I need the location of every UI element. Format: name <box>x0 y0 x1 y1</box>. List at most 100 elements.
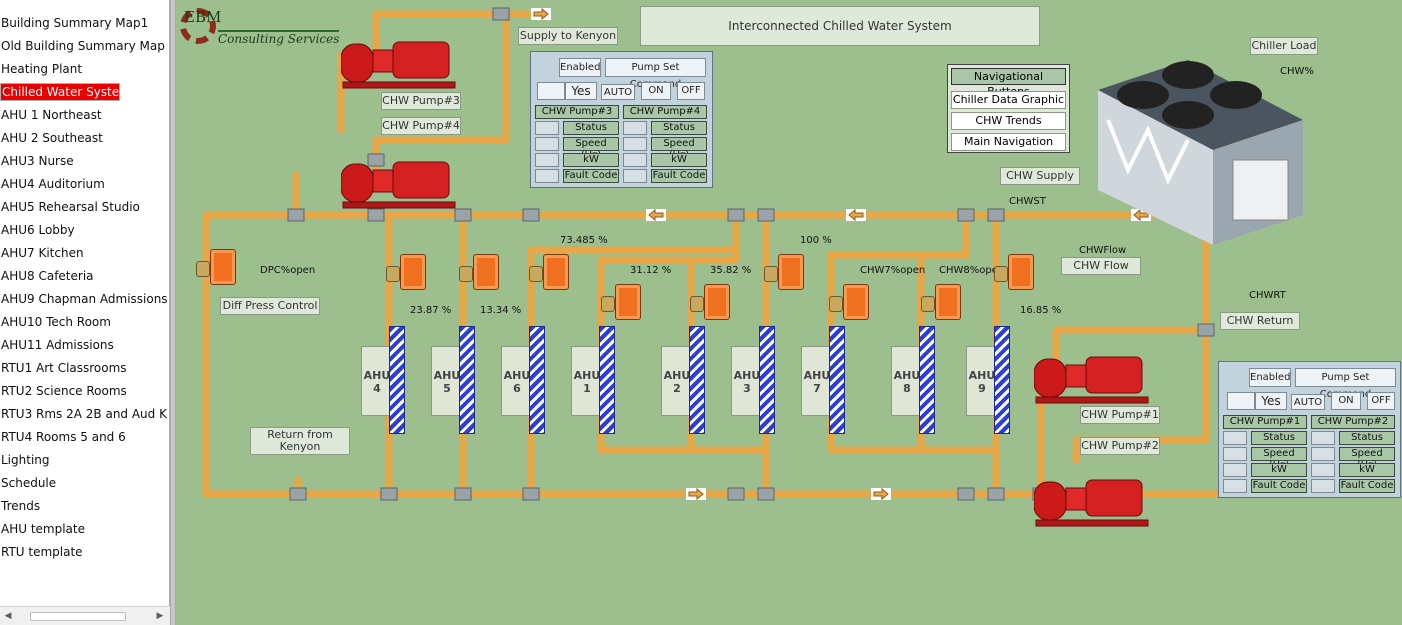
ahu-label: AHU <box>803 369 831 382</box>
sidebar-item[interactable]: AHU8 Cafeteria <box>1 269 94 283</box>
sidebar-item[interactable]: AHU 1 Northeast <box>1 108 102 122</box>
scroll-left-icon[interactable]: ◀ <box>4 611 12 621</box>
pump-icon[interactable] <box>340 160 461 210</box>
sidebar-item[interactable]: Chilled Water System <box>0 83 120 101</box>
sidebar-item[interactable]: Old Building Summary Map <box>1 39 165 53</box>
control-valve-icon[interactable] <box>196 261 210 277</box>
navigation-buttons-box: Navigational Buttons Chiller Data Graphi… <box>947 64 1070 153</box>
chiller-data-graphic-button[interactable]: Chiller Data Graphic <box>951 91 1066 109</box>
enabled-checkbox[interactable] <box>1227 392 1255 410</box>
sidebar-item[interactable]: AHU9 Chapman Admissions L <box>1 292 168 306</box>
pane-splitter[interactable] <box>170 0 176 625</box>
cooling-coil-icon <box>919 326 935 434</box>
scrollbar-thumb[interactable] <box>30 612 126 621</box>
pump-set-command-button[interactable]: Pump Set Command <box>1295 368 1396 400</box>
chw-pump1-label: CHW Pump#1 <box>1080 406 1160 424</box>
sidebar-item[interactable]: AHU5 Rehearsal Studio <box>1 200 140 214</box>
horizontal-scrollbar[interactable]: ◀ ▶ <box>0 606 170 625</box>
sidebar-item[interactable]: Lighting <box>1 453 50 467</box>
pump-column-header: CHW Pump#2 <box>1311 415 1395 429</box>
enabled-button[interactable]: Enabled <box>559 58 601 77</box>
pump-column-header: CHW Pump#1 <box>1223 415 1307 429</box>
actuator-icon <box>704 284 730 320</box>
sidebar-item[interactable]: RTU2 Science Rooms <box>1 384 127 398</box>
control-valve-icon[interactable] <box>764 266 778 282</box>
status-indicator <box>623 137 647 151</box>
ahu-number: 6 <box>513 382 521 395</box>
pump-icon[interactable] <box>1033 355 1154 405</box>
sidebar-item[interactable]: AHU template <box>1 522 85 536</box>
sidebar-item[interactable]: RTU1 Art Classrooms <box>1 361 127 375</box>
pump-icon[interactable] <box>1033 478 1154 528</box>
chw-pump4-label: CHW Pump#4 <box>381 117 461 135</box>
sidebar-item[interactable]: Building Summary Map1 <box>1 16 149 30</box>
sidebar-item[interactable]: Heating Plant <box>1 62 83 76</box>
pipe-fitting <box>957 487 975 501</box>
pump-icon[interactable] <box>340 40 461 90</box>
sidebar-item[interactable]: Trends <box>1 499 41 513</box>
control-valve-icon[interactable] <box>994 266 1008 282</box>
off-button[interactable]: OFF <box>1367 392 1395 410</box>
pump-row-label: Fault Code <box>1339 479 1395 493</box>
status-indicator <box>623 121 647 135</box>
pump-column-header: CHW Pump#4 <box>623 105 707 119</box>
pump-row-label: kW <box>1251 463 1307 477</box>
flow-arrow-icon <box>846 208 866 222</box>
logo-consulting-text: Consulting Services <box>218 30 340 46</box>
sidebar-item[interactable]: AHU3 Nurse <box>1 154 74 168</box>
off-button[interactable]: OFF <box>677 82 705 100</box>
pump-set-command-button[interactable]: Pump Set Command <box>605 58 706 90</box>
sidebar-item[interactable]: Schedule <box>1 476 57 490</box>
cooling-coil-icon <box>459 326 475 434</box>
sidebar-item[interactable]: RTU4 Rooms 5 and 6 <box>1 430 126 444</box>
valve-pct-value: 100 % <box>800 235 832 246</box>
enabled-button[interactable]: Enabled <box>1249 368 1291 387</box>
on-button[interactable]: ON <box>641 82 671 100</box>
sidebar-item[interactable]: AHU6 Lobby <box>1 223 75 237</box>
chw-supply-label: CHW Supply <box>1000 167 1080 185</box>
chw-return-label: CHW Return <box>1220 312 1300 330</box>
actuator-icon <box>615 284 641 320</box>
chw-trends-button[interactable]: CHW Trends <box>951 112 1066 130</box>
pump-row-label: Speed (Hz) <box>1251 447 1307 471</box>
ahu-number: 4 <box>373 382 381 395</box>
on-button[interactable]: ON <box>1331 392 1361 410</box>
control-valve-icon[interactable] <box>459 266 473 282</box>
actuator-icon <box>935 284 961 320</box>
sidebar-item[interactable]: AHU11 Admissions <box>1 338 114 352</box>
control-valve-icon[interactable] <box>529 266 543 282</box>
auto-button[interactable]: AUTO <box>1291 394 1325 410</box>
pump-column-header: CHW Pump#3 <box>535 105 619 119</box>
status-indicator <box>535 137 559 151</box>
auto-button[interactable]: AUTO <box>601 84 635 100</box>
actuator-icon <box>778 254 804 290</box>
chw8-open-label: CHW8%open <box>939 265 1005 276</box>
control-valve-icon[interactable] <box>386 266 400 282</box>
control-valve-icon[interactable] <box>829 296 843 312</box>
sidebar-item[interactable]: AHU10 Tech Room <box>1 315 111 329</box>
pipe-fitting <box>957 208 975 222</box>
control-valve-icon[interactable] <box>601 296 615 312</box>
pump-row-label: Status <box>1251 431 1307 445</box>
ahu-label: AHU <box>503 369 531 382</box>
chwst-label: CHWST <box>1009 196 1046 207</box>
enabled-checkbox[interactable] <box>537 82 565 100</box>
scroll-right-icon[interactable]: ▶ <box>156 611 164 621</box>
sidebar-item[interactable]: AHU7 Kitchen <box>1 246 84 260</box>
sidebar-item[interactable]: RTU template <box>1 545 83 559</box>
control-valve-icon[interactable] <box>690 296 704 312</box>
sidebar-item[interactable]: RTU3 Rms 2A 2B and Aud Kit <box>1 407 168 421</box>
control-valve-icon[interactable] <box>921 296 935 312</box>
sidebar-item[interactable]: AHU4 Auditorium <box>1 177 105 191</box>
sidebar-item[interactable]: AHU 2 Southeast <box>1 131 103 145</box>
main-navigation-button[interactable]: Main Navigation <box>951 133 1066 151</box>
pump-row-label: Status <box>563 121 619 135</box>
chw-pct-value: CHW% <box>1280 66 1314 77</box>
